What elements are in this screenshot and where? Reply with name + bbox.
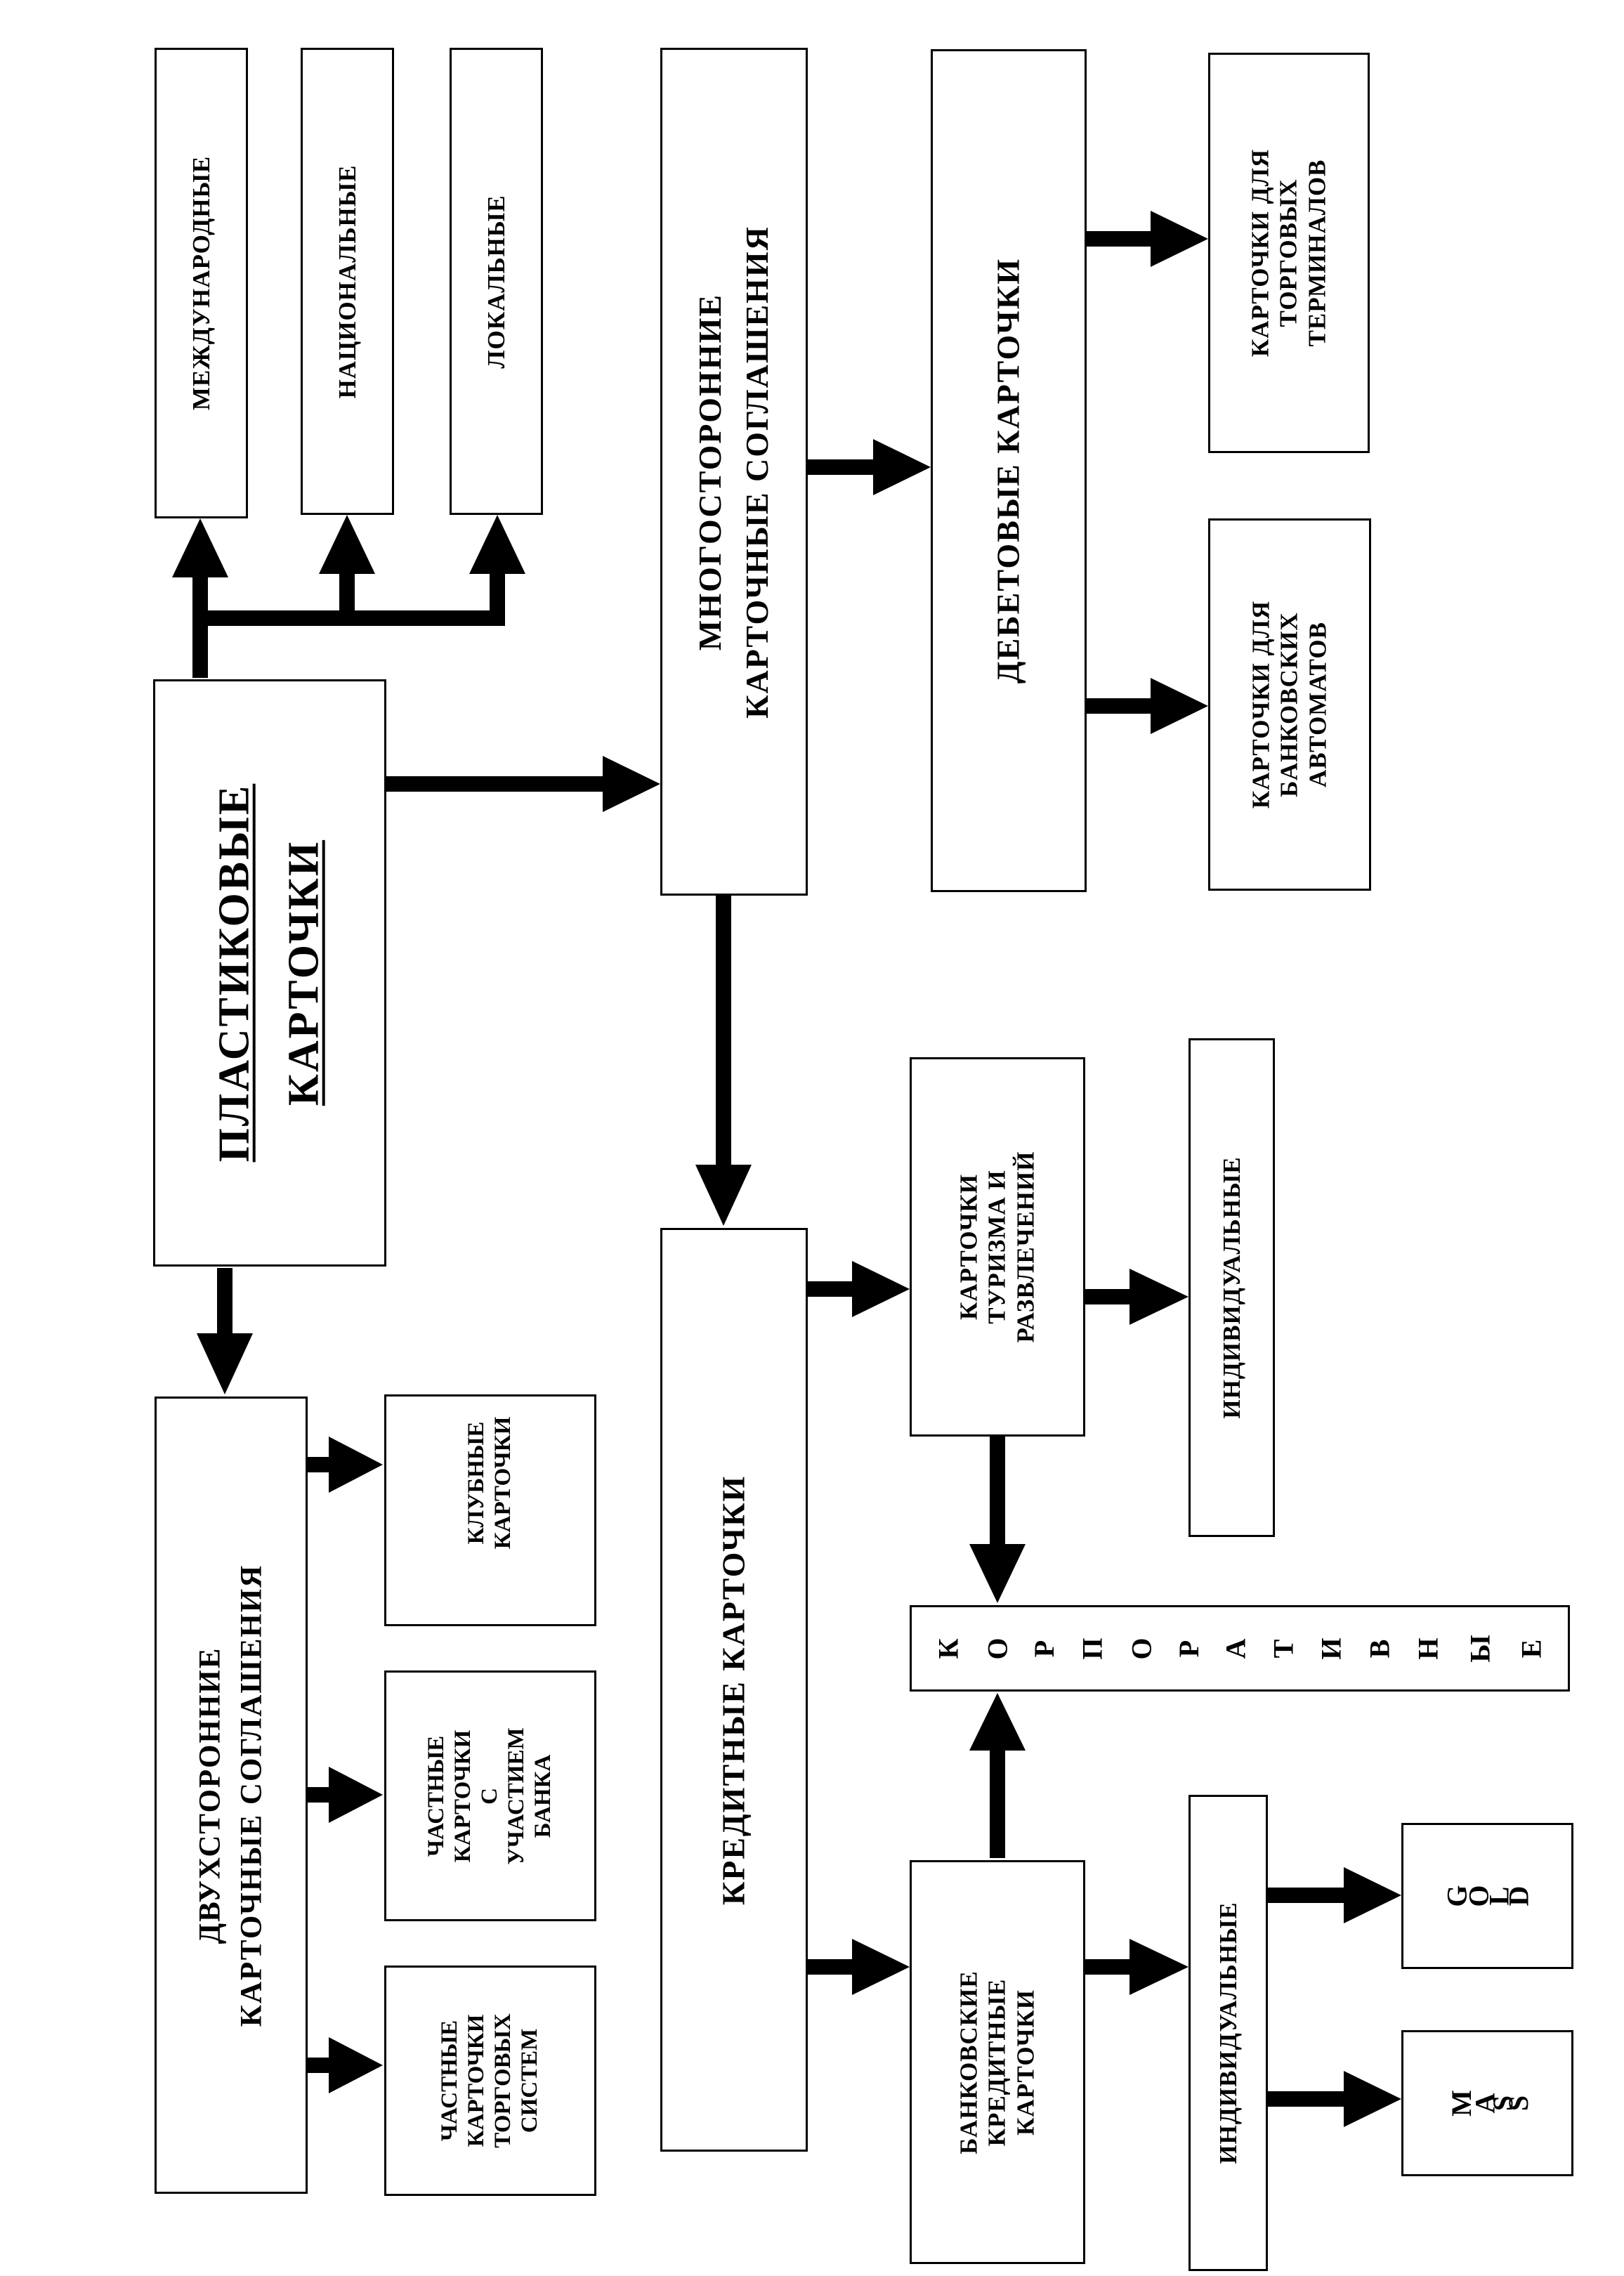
box-international: МЕЖДУНАРОДНЫЕ <box>155 48 248 518</box>
arrow-heads <box>172 211 1401 2127</box>
box-corporate: К О Р П О Р А Т И В Н Ы Е <box>910 1605 1570 1692</box>
mass-letter: S <box>1502 2095 1534 2112</box>
box-tourism-cards: КАРТОЧКИ ТУРИЗМА И РАЗВЛЕЧЕНИЙ <box>910 1057 1085 1437</box>
corporate-letter: Р <box>1173 1640 1205 1657</box>
label-multilateral-line-2: КАРТОЧНЫЕ СОГЛАШЕНИЯ <box>739 225 775 719</box>
label-private-bank-line-5: БАНКА <box>530 1754 556 1838</box>
box-gold: G O L D <box>1401 1823 1573 1969</box>
box-individual-top: ИНДИВИДУАЛЬНЫЕ <box>1188 1038 1275 1537</box>
corporate-letter: Ы <box>1465 1634 1496 1663</box>
box-mass: M A S S <box>1401 2030 1573 2176</box>
label-tourism-line-2: ТУРИЗМА И <box>983 1170 1011 1324</box>
label-tourism-line-3: РАЗВЛЕЧЕНИЙ <box>1011 1151 1040 1343</box>
label-bank-credit-line-3: КАРТОЧКИ <box>1011 1989 1040 2136</box>
label-tourism-line-1: КАРТОЧКИ <box>955 1174 983 1321</box>
label-terminals-line-1: КАРТОЧКИ ДЛЯ <box>1246 148 1274 358</box>
label-bank-credit-line-2: КРЕДИТНЫЕ <box>983 1978 1011 2146</box>
corporate-letter: Е <box>1515 1639 1547 1658</box>
box-individual-bottom: ИНДИВИДУАЛЬНЫЕ <box>1188 1795 1268 2271</box>
corporate-letter: А <box>1219 1638 1252 1659</box>
box-national: НАЦИОНАЛЬНЫЕ <box>301 48 394 515</box>
box-club-cards: КЛУБНЫЕ КАРТОЧКИ <box>384 1394 596 1626</box>
label-private-trade-line-4: СИСТЕМ <box>516 2028 542 2133</box>
label-club-line-2: КАРТОЧКИ <box>490 1416 516 1550</box>
box-local: ЛОКАЛЬНЫЕ <box>450 48 543 515</box>
label-club-line-1: КЛУБНЫЕ <box>464 1421 490 1545</box>
box-atm-cards: КАРТОЧКИ ДЛЯ БАНКОВСКИХ АВТОМАТОВ <box>1208 518 1371 891</box>
label-private-trade-line-2: КАРТОЧКИ <box>464 2014 490 2147</box>
label-credit: КРЕДИТНЫЕ КАРТОЧКИ <box>715 1474 752 1905</box>
mass-letters: M A S S <box>1403 2032 1571 2174</box>
label-private-trade-line-3: ТОРГОВЫХ <box>490 2013 516 2148</box>
root-box-plastic-cards: ПЛАСТИКОВЫЕ КАРТОЧКИ <box>153 679 386 1267</box>
corporate-letter: К <box>932 1637 964 1659</box>
corporate-letters: К О Р П О Р А Т И В Н Ы Е <box>912 1607 1568 1689</box>
box-credit-cards: КРЕДИТНЫЕ КАРТОЧКИ <box>660 1228 808 2152</box>
label-individual-bottom: ИНДИВИДУАЛЬНЫЕ <box>1214 1902 1242 2164</box>
box-bilateral-agreements: ДВУХСТОРОННИЕ КАРТОЧНЫЕ СОГЛАШЕНИЯ <box>155 1397 308 2194</box>
root-label-line-1: ПЛАСТИКОВЫЕ <box>210 783 258 1163</box>
gold-letter: D <box>1502 1885 1534 1907</box>
connector-lines <box>192 231 1345 2107</box>
label-atm-line-3: АВТОМАТОВ <box>1304 622 1332 787</box>
label-atm-line-2: БАНКОВСКИХ <box>1275 612 1303 797</box>
label-private-bank-line-3: С <box>477 1787 503 1805</box>
corporate-letter: Т <box>1267 1639 1299 1658</box>
label-national: НАЦИОНАЛЬНЫЕ <box>333 164 361 398</box>
label-private-trade-line-1: ЧАСТНЫЕ <box>437 2020 463 2142</box>
box-trade-terminal-cards: КАРТОЧКИ ДЛЯ ТОРГОВЫХ ТЕРМИНАЛОВ <box>1208 53 1370 453</box>
corporate-letter: Н <box>1412 1637 1444 1660</box>
label-international: МЕЖДУНАРОДНЫЕ <box>187 155 215 411</box>
corporate-letter: О <box>1125 1637 1158 1660</box>
root-label: ПЛАСТИКОВЫЕ КАРТОЧКИ <box>210 784 330 1163</box>
label-bilateral-line-2: КАРТОЧНЫЕ СОГЛАШЕНИЯ <box>235 1564 268 2027</box>
box-multilateral-agreements: МНОГОСТОРОННИЕ КАРТОЧНЫЕ СОГЛАШЕНИЯ <box>660 48 808 896</box>
corporate-letter: П <box>1076 1637 1108 1660</box>
box-private-trade-cards: ЧАСТНЫЕ КАРТОЧКИ ТОРГОВЫХ СИСТЕМ <box>384 1966 596 2196</box>
label-bank-credit-line-1: БАНКОВСКИЕ <box>955 1970 983 2154</box>
label-private-bank-line-2: КАРТОЧКИ <box>450 1729 476 1862</box>
label-local: ЛОКАЛЬНЫЕ <box>482 194 510 369</box>
label-terminals-line-2: ТОРГОВЫХ <box>1274 178 1302 327</box>
label-individual-top: ИНДИВИДУАЛЬНЫЕ <box>1217 1156 1245 1419</box>
box-private-bank-cards: ЧАСТНЫЕ КАРТОЧКИ С УЧАСТИЕМ БАНКА <box>384 1670 596 1921</box>
label-bilateral-line-1: ДВУХСТОРОННИЕ <box>193 1647 227 1944</box>
label-terminals-line-3: ТЕРМИНАЛОВ <box>1303 159 1331 347</box>
label-private-bank-line-1: ЧАСТНЫЕ <box>424 1735 450 1857</box>
corporate-letter: О <box>981 1637 1014 1660</box>
label-multilateral-line-1: МНОГОСТОРОННИЕ <box>692 293 728 650</box>
corporate-letter: В <box>1363 1639 1396 1658</box>
root-label-line-2: КАРТОЧКИ <box>280 839 328 1106</box>
label-private-bank-line-4: УЧАСТИЕМ <box>503 1727 529 1865</box>
label-debit: ДЕБЕТОВЫЕ КАРТОЧКИ <box>990 257 1026 684</box>
label-atm-line-1: КАРТОЧКИ ДЛЯ <box>1247 600 1275 809</box>
gold-letters: G O L D <box>1403 1825 1571 1967</box>
corporate-letter: И <box>1315 1637 1347 1660</box>
box-debit-cards: ДЕБЕТОВЫЕ КАРТОЧКИ <box>931 49 1087 892</box>
corporate-letter: Р <box>1028 1640 1061 1657</box>
box-bank-credit-cards: БАНКОВСКИЕ КРЕДИТНЫЕ КАРТОЧКИ <box>910 1860 1085 2264</box>
